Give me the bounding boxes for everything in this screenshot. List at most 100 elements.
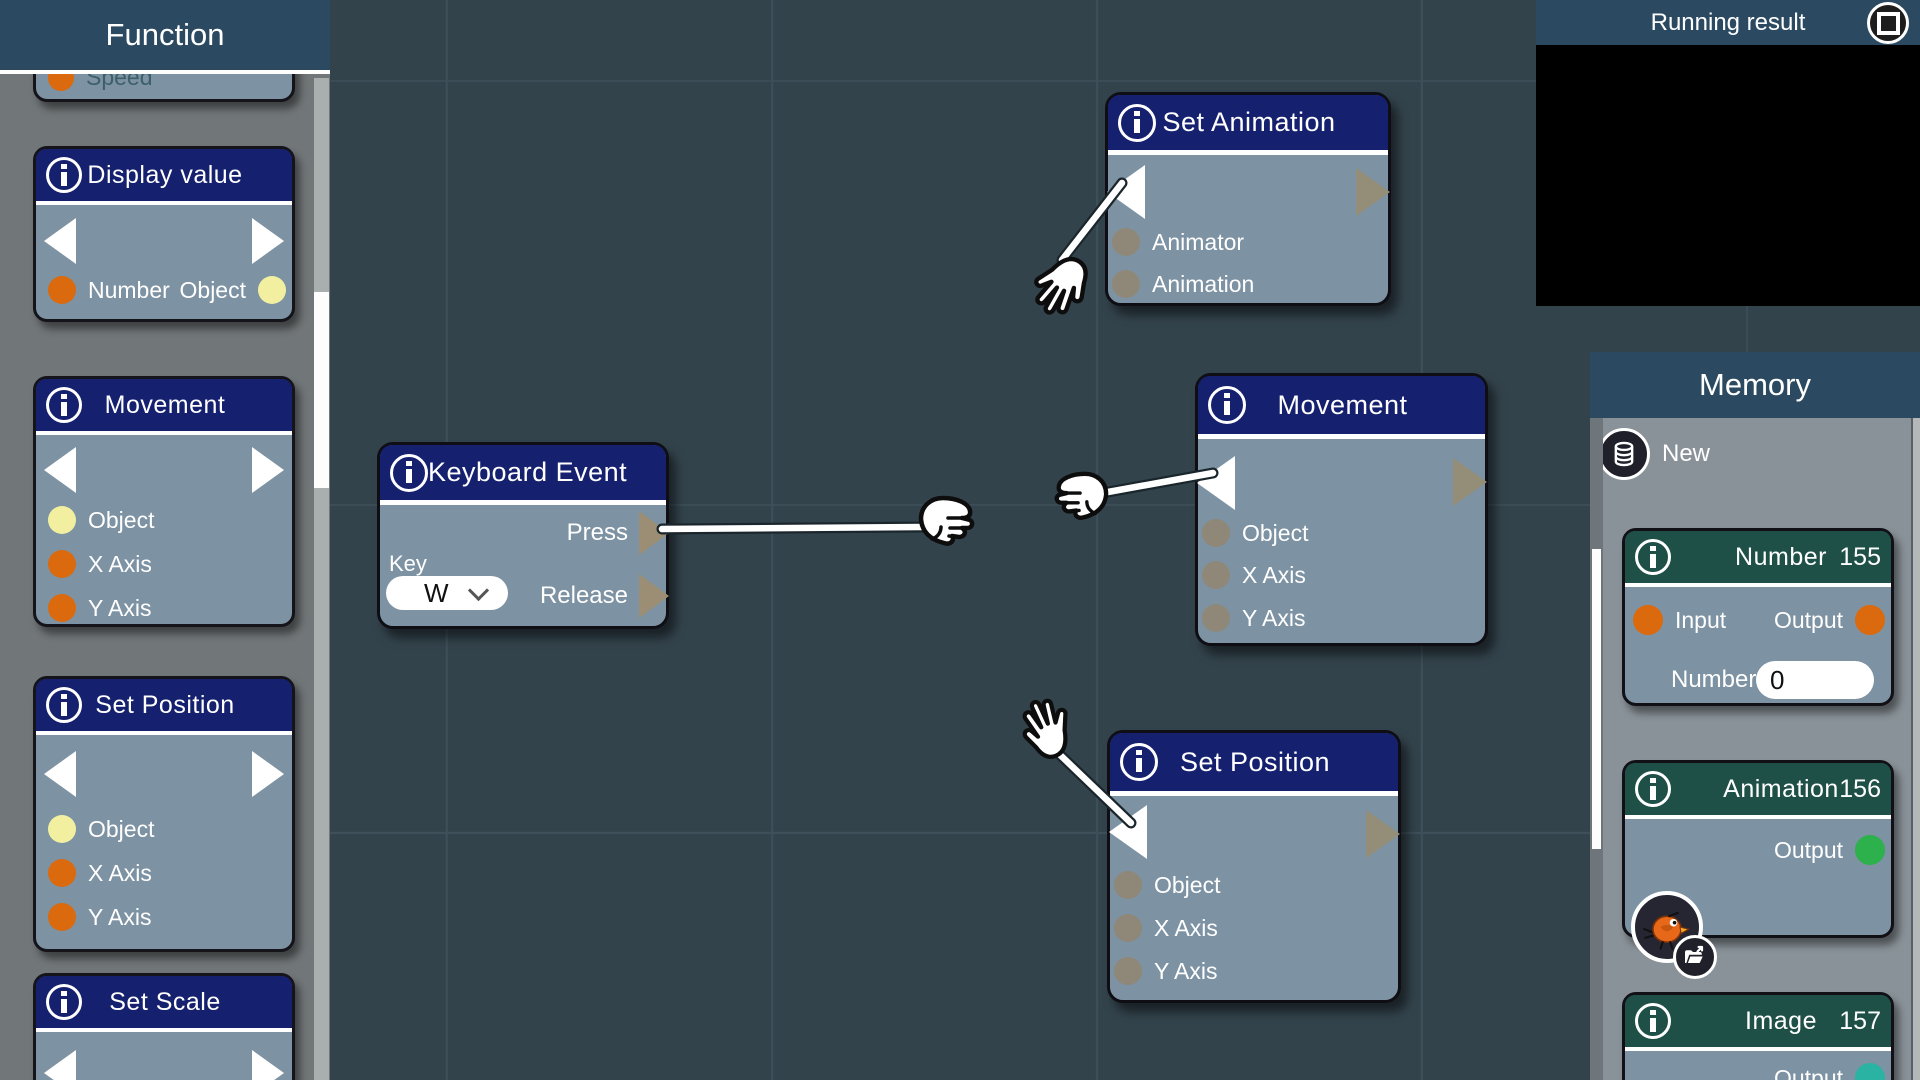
exec-output-port[interactable] <box>639 574 669 618</box>
info-icon[interactable] <box>1120 743 1158 781</box>
port-row[interactable]: Output <box>1774 605 1885 635</box>
node-movement[interactable]: Movement Object X Axis Y Axis <box>1195 373 1488 646</box>
port-row[interactable]: Object <box>1114 871 1220 899</box>
port-dot[interactable] <box>48 550 76 578</box>
port-row[interactable]: Y Axis <box>1114 957 1218 985</box>
port-dot[interactable] <box>1855 835 1885 865</box>
port-row[interactable]: Y Axis <box>1202 604 1306 632</box>
port-dot[interactable] <box>48 74 74 91</box>
exec-output-port[interactable] <box>1453 458 1487 506</box>
memory-scrollbar-thumb[interactable] <box>1592 549 1601 849</box>
port-dot[interactable] <box>1202 561 1230 589</box>
port-row[interactable]: Animation <box>1112 270 1254 298</box>
next-arrow-icon[interactable] <box>252 751 284 797</box>
function-block-list[interactable]: Speed Display value Number Object <box>0 74 313 1080</box>
chevron-down-icon <box>467 579 490 602</box>
port-dot[interactable] <box>48 859 76 887</box>
exec-input-port[interactable] <box>1109 805 1147 859</box>
key-dropdown[interactable]: W <box>386 576 508 610</box>
port-row[interactable]: Input <box>1633 605 1726 635</box>
node-set-position[interactable]: Set Position Object X Axis Y Axis <box>1107 730 1401 1003</box>
block-movement[interactable]: Movement Object X Axis Y Axis <box>33 376 295 627</box>
port-row[interactable]: Object <box>180 276 286 304</box>
port-dot[interactable] <box>1202 604 1230 632</box>
port-label: Speed <box>86 74 153 90</box>
exec-output-port[interactable] <box>1366 810 1400 858</box>
port-row: Speed <box>48 74 153 91</box>
port-dot[interactable] <box>1855 605 1885 635</box>
port-dot[interactable] <box>258 276 286 304</box>
sidebar-scrollbar-thumb[interactable] <box>314 292 329 488</box>
port-dot[interactable] <box>1855 1063 1885 1080</box>
exec-output-port[interactable] <box>1356 168 1390 216</box>
memory-right-scrollbar[interactable] <box>1911 418 1920 1080</box>
info-icon[interactable] <box>46 157 82 193</box>
next-arrow-icon[interactable] <box>252 218 284 264</box>
block-set-scale[interactable]: Set Scale <box>33 973 295 1080</box>
memory-card-animation[interactable]: Animation 156 Output <box>1622 760 1894 979</box>
info-icon[interactable] <box>1208 386 1246 424</box>
info-icon[interactable] <box>1118 103 1156 142</box>
node-keyboard-event[interactable]: Keyboard Event Press Release Key W <box>377 442 669 629</box>
function-panel-title: Function <box>0 0 330 74</box>
port-row[interactable]: Animator <box>1112 228 1244 256</box>
port-row[interactable]: X Axis <box>48 859 152 887</box>
port-row[interactable]: X Axis <box>1114 914 1218 942</box>
exec-input-port[interactable] <box>1197 456 1235 510</box>
port-label: Object <box>88 815 155 842</box>
prev-arrow-icon[interactable] <box>44 218 76 264</box>
port-dot[interactable] <box>48 506 76 534</box>
prev-arrow-icon[interactable] <box>44 1050 76 1080</box>
exec-output-port[interactable] <box>639 511 669 555</box>
stop-button[interactable] <box>1867 2 1909 44</box>
block-set-position[interactable]: Set Position Object X Axis Y Axis <box>33 676 295 952</box>
port-row[interactable]: X Axis <box>1202 561 1306 589</box>
stop-icon <box>1876 11 1900 35</box>
port-dot[interactable] <box>1114 871 1142 899</box>
memory-scrollbar[interactable] <box>1590 418 1603 1080</box>
info-icon[interactable] <box>46 984 82 1020</box>
info-icon[interactable] <box>46 687 82 723</box>
exec-input-port[interactable] <box>1107 165 1145 219</box>
prev-arrow-icon[interactable] <box>44 751 76 797</box>
port-row[interactable]: Y Axis <box>48 594 152 622</box>
info-icon[interactable] <box>1635 1003 1671 1039</box>
node-set-animation[interactable]: Set Animation Animator Animation <box>1105 92 1391 306</box>
port-dot[interactable] <box>1114 957 1142 985</box>
port-dot[interactable] <box>1202 519 1230 547</box>
memory-card-image[interactable]: Image 157 Output <box>1622 992 1894 1080</box>
info-icon[interactable] <box>46 387 82 423</box>
sidebar-scrollbar[interactable] <box>314 78 329 1080</box>
open-animation-file-button[interactable] <box>1673 935 1717 979</box>
port-row[interactable]: X Axis <box>48 550 152 578</box>
info-icon[interactable] <box>390 453 428 492</box>
port-row[interactable]: Output <box>1774 835 1885 865</box>
port-dot[interactable] <box>48 903 76 931</box>
port-label: X Axis <box>88 550 152 577</box>
port-dot[interactable] <box>1112 270 1140 298</box>
new-memory-button[interactable]: New <box>1598 428 1710 480</box>
port-row[interactable]: Number <box>48 276 170 304</box>
port-dot[interactable] <box>48 815 76 843</box>
port-dot[interactable] <box>48 594 76 622</box>
info-icon[interactable] <box>1635 539 1671 575</box>
next-arrow-icon[interactable] <box>252 447 284 493</box>
card-id: 157 <box>1839 1006 1881 1035</box>
number-input[interactable] <box>1756 661 1874 699</box>
block-speed-partial[interactable]: Speed <box>33 74 295 102</box>
port-row[interactable]: Output <box>1774 1063 1885 1080</box>
next-arrow-icon[interactable] <box>252 1050 284 1080</box>
port-dot[interactable] <box>48 276 76 304</box>
port-row[interactable]: Y Axis <box>48 903 152 931</box>
port-dot[interactable] <box>1112 228 1140 256</box>
memory-card-number[interactable]: Number 155 Input Output Number : <box>1622 528 1894 706</box>
port-dot[interactable] <box>1633 605 1663 635</box>
port-row[interactable]: Object <box>48 815 154 843</box>
prev-arrow-icon[interactable] <box>44 447 76 493</box>
port-dot[interactable] <box>1114 914 1142 942</box>
port-row[interactable]: Object <box>1202 519 1308 547</box>
block-display-value[interactable]: Display value Number Object <box>33 146 295 322</box>
info-icon[interactable] <box>1635 771 1671 807</box>
port-row[interactable]: Object <box>48 506 154 534</box>
card-header: Image 157 <box>1625 995 1891 1051</box>
